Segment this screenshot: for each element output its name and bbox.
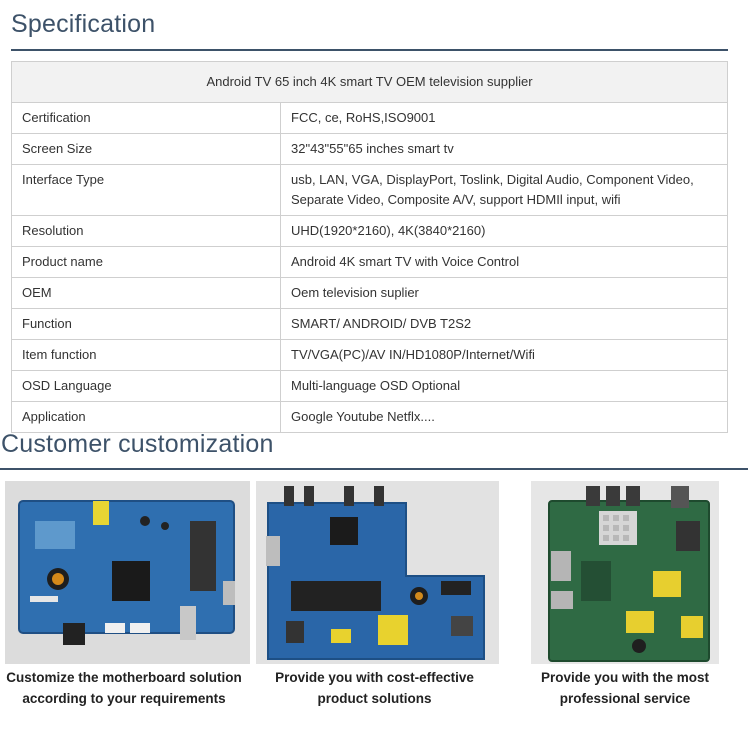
spec-key: Certification: [11, 102, 281, 134]
spec-key: Interface Type: [11, 164, 281, 216]
mainboard-photo: [256, 481, 499, 664]
heading-divider: [0, 468, 748, 470]
spec-key: Item function: [11, 339, 281, 371]
spec-key: Product name: [11, 246, 281, 278]
green-board-photo: [531, 481, 719, 664]
spec-value: UHD(1920*2160), 4K(3840*2160): [280, 215, 728, 247]
blue-mainboard-icon: [256, 481, 499, 664]
spec-key: OSD Language: [11, 370, 281, 402]
spec-value: SMART/ ANDROID/ DVB T2S2: [280, 308, 728, 340]
spec-title: Android TV 65 inch 4K smart TV OEM telev…: [11, 61, 728, 103]
spec-value: 32"43"55"65 inches smart tv: [280, 133, 728, 165]
motherboard-photo: [5, 481, 250, 664]
specification-heading: Specification: [11, 10, 156, 38]
spec-key: Function: [11, 308, 281, 340]
spec-key: OEM: [11, 277, 281, 309]
spec-key: Screen Size: [11, 133, 281, 165]
spec-value: usb, LAN, VGA, DisplayPort, Toslink, Dig…: [280, 164, 728, 216]
green-mainboard-icon: [531, 481, 719, 664]
heading-divider: [11, 49, 728, 51]
spec-title-row: Android TV 65 inch 4K smart TV OEM telev…: [11, 61, 728, 103]
customization-caption: Provide you with cost-effective product …: [275, 670, 474, 706]
spec-value: Multi-language OSD Optional: [280, 370, 728, 402]
blue-motherboard-icon: [5, 481, 250, 664]
customization-heading: Customer customization: [1, 430, 274, 458]
spec-key: Application: [11, 401, 281, 433]
customization-caption: Provide you with the most professional s…: [540, 670, 710, 706]
spec-value: TV/VGA(PC)/AV IN/HD1080P/Internet/Wifi: [280, 339, 728, 371]
spec-value: Android 4K smart TV with Voice Control: [280, 246, 728, 278]
spec-value: Oem television suplier: [280, 277, 728, 309]
spec-table: Android TV 65 inch 4K smart TV OEM telev…: [11, 61, 728, 433]
spec-value: Google Youtube Netflx....: [280, 401, 728, 433]
spec-value: FCC, ce, RoHS,ISO9001: [280, 102, 728, 134]
customization-caption: Customize the motherboard solution accor…: [6, 670, 242, 706]
spec-key: Resolution: [11, 215, 281, 247]
